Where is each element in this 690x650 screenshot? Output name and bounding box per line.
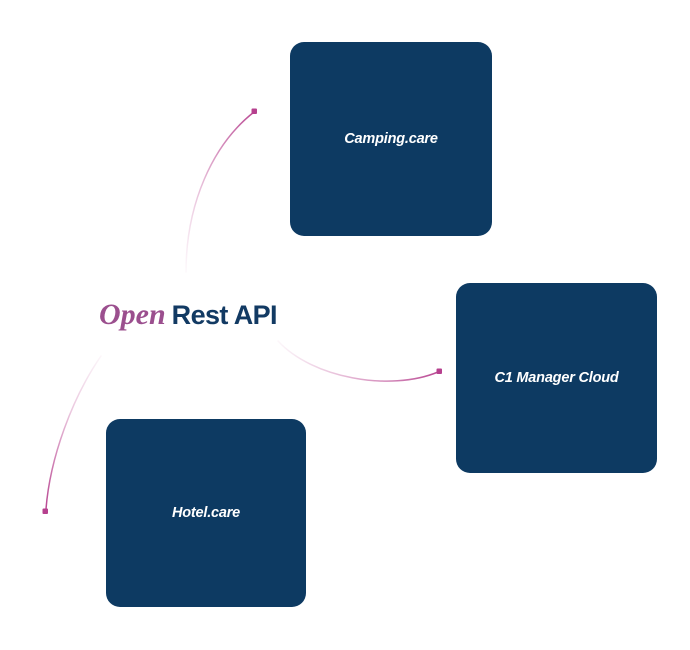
arc-to-hotel xyxy=(45,355,102,510)
node-hotel-care[interactable]: Hotel.care xyxy=(106,419,306,607)
page-title-rest: Rest API xyxy=(171,300,278,330)
arc-to-camping xyxy=(185,111,255,273)
node-label-hotel-care: Hotel.care xyxy=(171,505,241,521)
node-camping-care[interactable]: Camping.care xyxy=(290,42,492,236)
arc-endpoint-dot-hotel xyxy=(42,508,48,514)
arc-endpoint-dot-c1 xyxy=(436,368,442,374)
page-title-highlight: Open xyxy=(99,298,166,331)
node-c1-manager-cloud[interactable]: C1 Manager Cloud xyxy=(456,283,657,473)
node-label-c1-manager-cloud: C1 Manager Cloud xyxy=(494,370,619,386)
arc-to-c1 xyxy=(277,340,439,382)
node-label-camping-care: Camping.care xyxy=(344,131,438,147)
arc-endpoint-dot-camping xyxy=(251,108,257,114)
